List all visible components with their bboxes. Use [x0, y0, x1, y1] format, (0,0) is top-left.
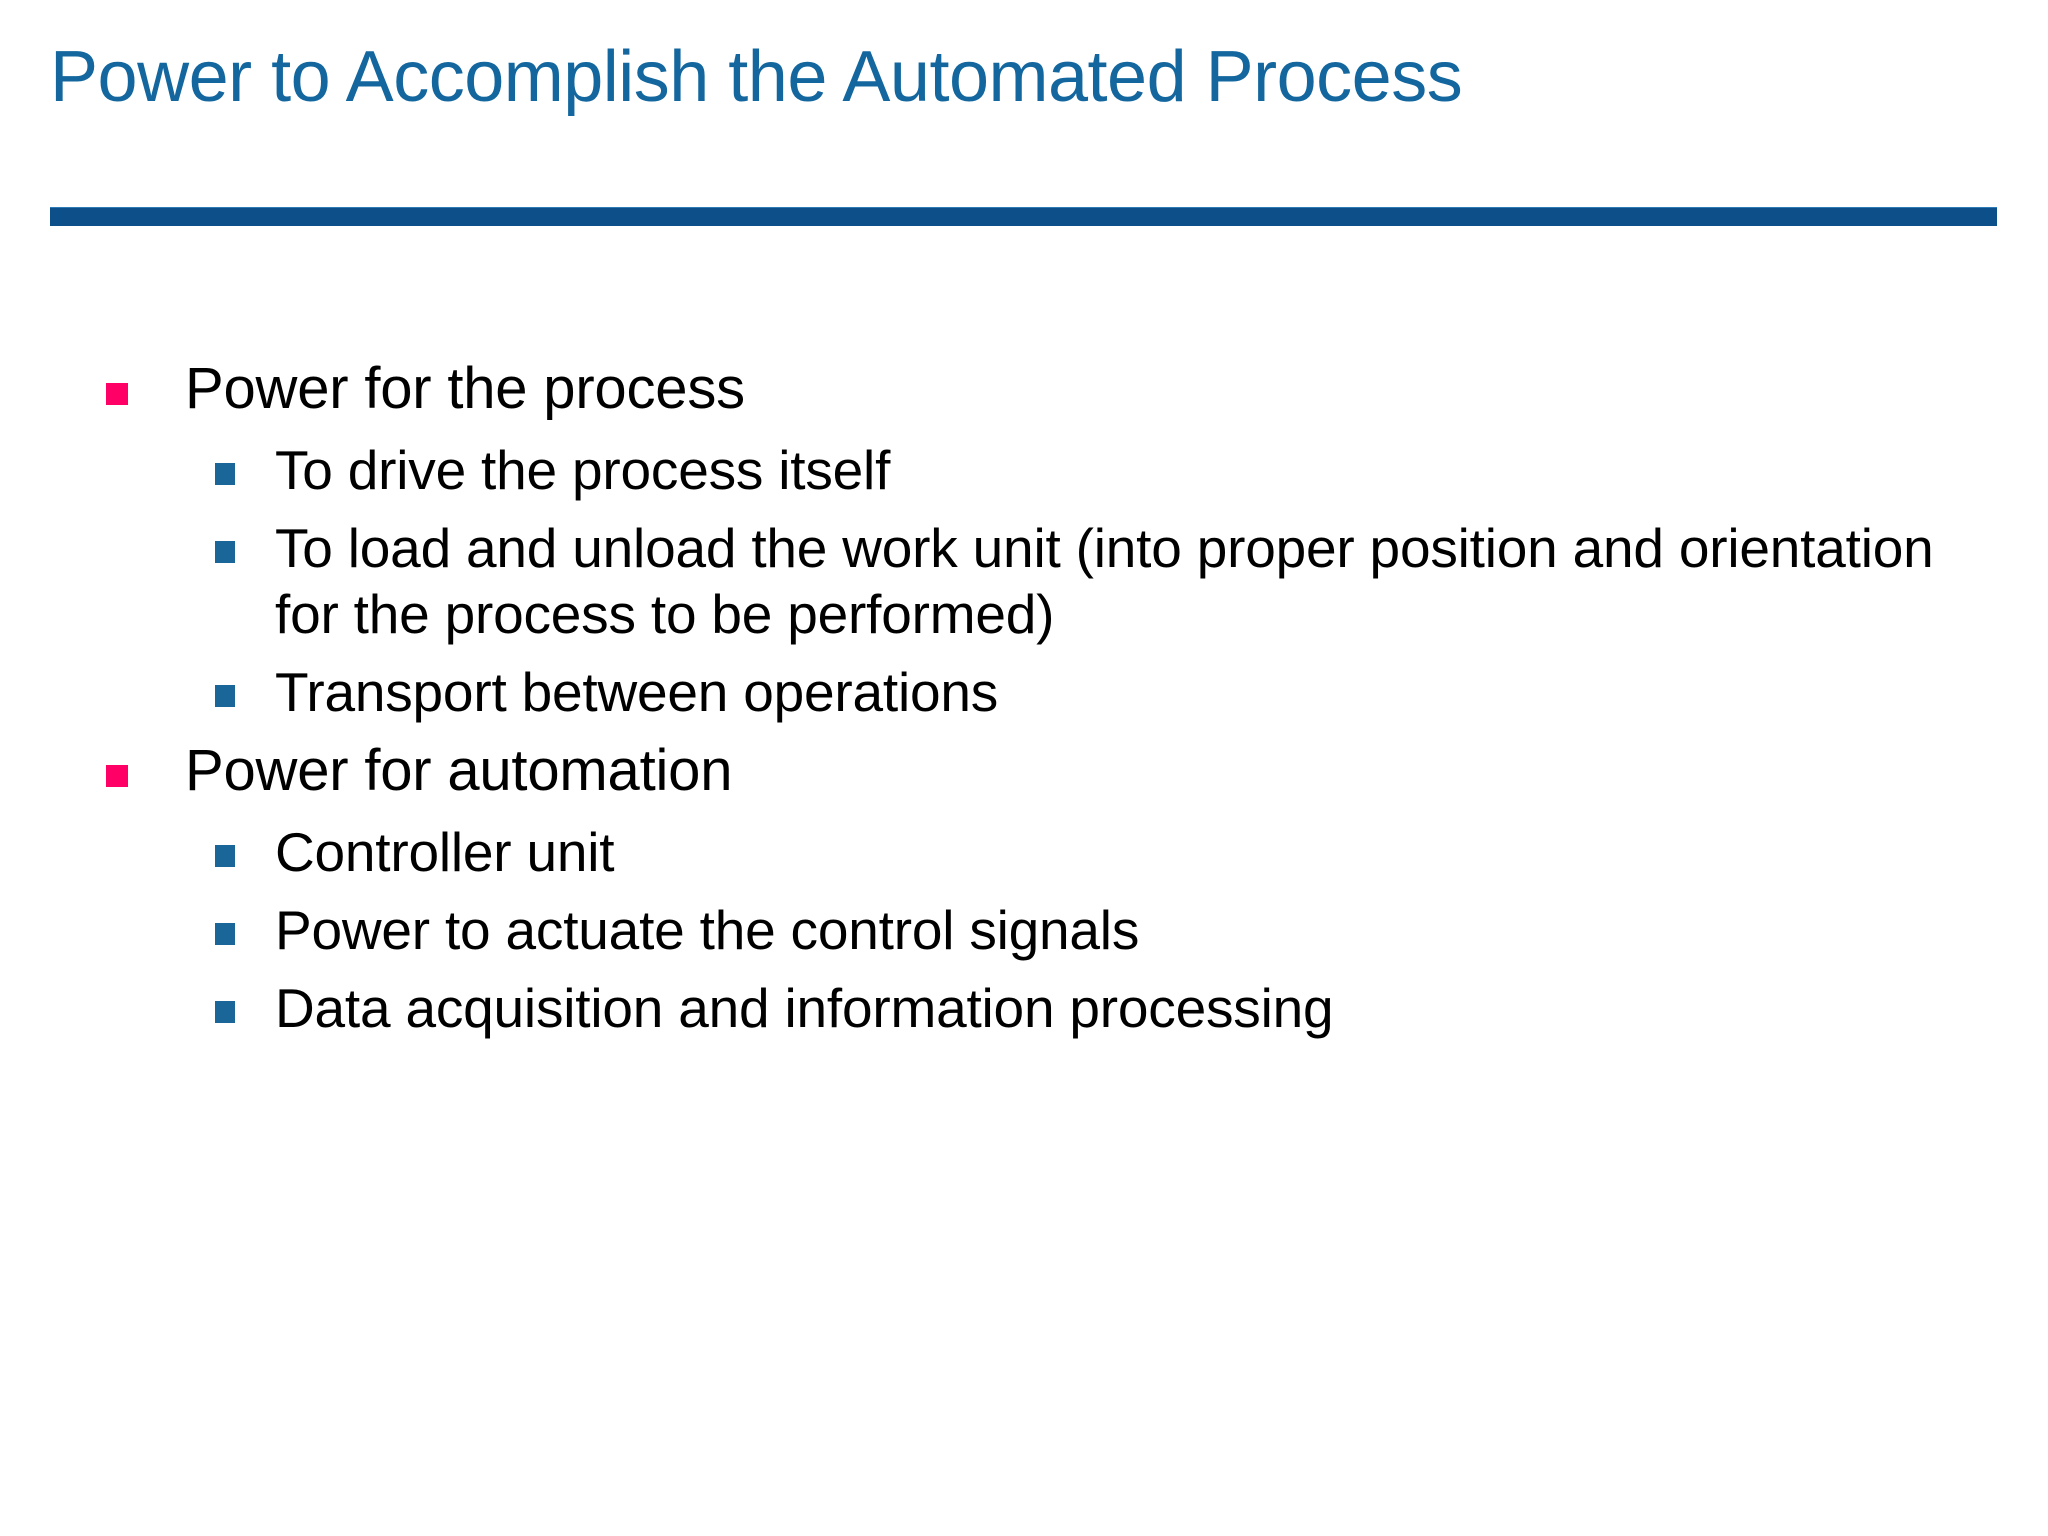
list-item[interactable]: Power for the process	[0, 355, 2048, 423]
list-item-label: Transport between operations	[275, 661, 999, 723]
list-item[interactable]: Data acquisition and information process…	[0, 975, 2048, 1041]
list-item-label: Power for the process	[185, 356, 745, 421]
blue-square-bullet-icon	[215, 1001, 235, 1023]
bullet-list: Power for the process To drive the proce…	[0, 355, 2048, 1053]
list-item-label: Data acquisition and information process…	[275, 977, 1334, 1039]
list-item-label: Power for automation	[185, 738, 733, 803]
title-block: Power to Accomplish the Automated Proces…	[50, 37, 2010, 117]
page-title: Power to Accomplish the Automated Proces…	[50, 37, 1463, 117]
pink-square-bullet-icon	[106, 765, 128, 787]
blue-square-bullet-icon	[215, 685, 235, 707]
blue-square-bullet-icon	[215, 845, 235, 867]
list-item[interactable]: To drive the process itself	[0, 437, 2048, 503]
list-item-label: To load and unload the work unit (into p…	[275, 517, 1934, 645]
list-item[interactable]: Controller unit	[0, 819, 2048, 885]
blue-square-bullet-icon	[215, 541, 235, 563]
title-underline-rule	[50, 207, 1997, 226]
blue-square-bullet-icon	[215, 923, 235, 945]
blue-square-bullet-icon	[215, 463, 235, 485]
pink-square-bullet-icon	[106, 383, 128, 405]
list-item[interactable]: Transport between operations	[0, 659, 2048, 725]
list-item[interactable]: Power to actuate the control signals	[0, 897, 2048, 963]
list-item[interactable]: Power for automation	[0, 737, 2048, 805]
list-item-label: Controller unit	[275, 821, 615, 883]
list-item-label: Power to actuate the control signals	[275, 899, 1140, 961]
list-item-label: To drive the process itself	[275, 439, 891, 501]
list-item[interactable]: To load and unload the work unit (into p…	[0, 515, 2048, 647]
